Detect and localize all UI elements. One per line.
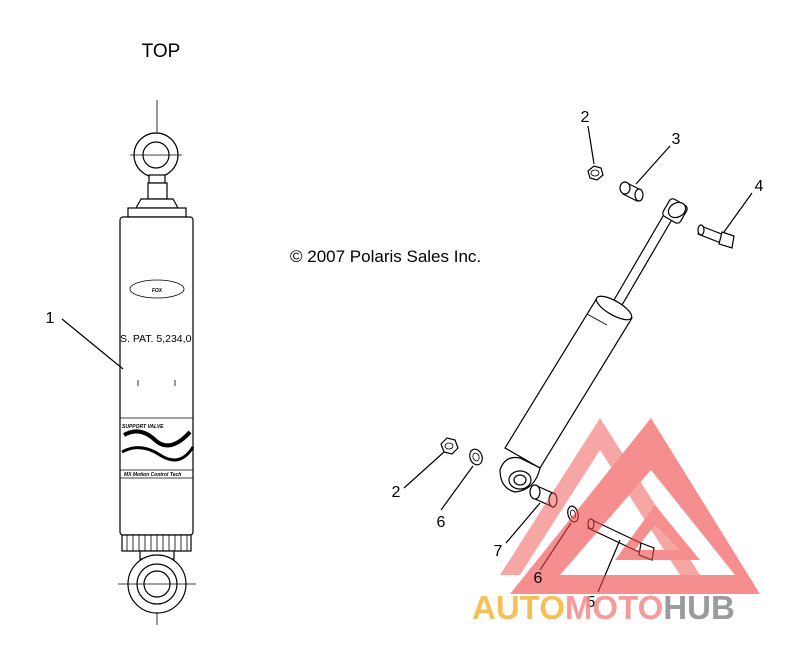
callout-1: 1 bbox=[46, 310, 55, 327]
watermark-moto: MOTO bbox=[565, 589, 663, 626]
shock-valve-text: SUPPORT VALVE bbox=[122, 424, 164, 430]
washer-left bbox=[469, 448, 483, 466]
callout-4: 4 bbox=[755, 178, 764, 195]
callout-2-bottom: 2 bbox=[392, 484, 401, 501]
callout-2-top: 2 bbox=[581, 109, 590, 126]
callout-6-left: 6 bbox=[437, 514, 446, 531]
watermark-text: AUTOMOTOHUB bbox=[472, 589, 735, 626]
callout-5: 5 bbox=[587, 594, 596, 611]
shock-absorber-vertical: FOX S. PAT. 5,234,0 SUPPORT VALVE MX Mot… bbox=[118, 100, 196, 625]
bushing-bottom bbox=[529, 484, 558, 508]
nut-top bbox=[587, 165, 604, 181]
watermark-hub: HUB bbox=[663, 589, 735, 626]
shock-logo: FOX bbox=[152, 288, 163, 294]
watermark-logo bbox=[500, 418, 760, 594]
copyright-text: © 2007 Polaris Sales Inc. bbox=[290, 247, 481, 266]
callout-6-right: 6 bbox=[534, 570, 543, 587]
shock-patent-text: S. PAT. 5,234,0 bbox=[120, 333, 192, 345]
bushing-top bbox=[619, 181, 644, 202]
shock-absorber-angled bbox=[499, 198, 688, 493]
watermark-auto: AUTO bbox=[472, 589, 565, 626]
callout-3: 3 bbox=[672, 131, 681, 148]
bolt-top bbox=[697, 224, 735, 249]
shock-bottom-text: MX Motion Control Tech bbox=[124, 472, 181, 478]
callout-labels: 1 2 3 4 2 6 7 6 5 bbox=[46, 109, 764, 611]
view-label-top: TOP bbox=[142, 41, 181, 62]
callout-7: 7 bbox=[494, 543, 503, 560]
